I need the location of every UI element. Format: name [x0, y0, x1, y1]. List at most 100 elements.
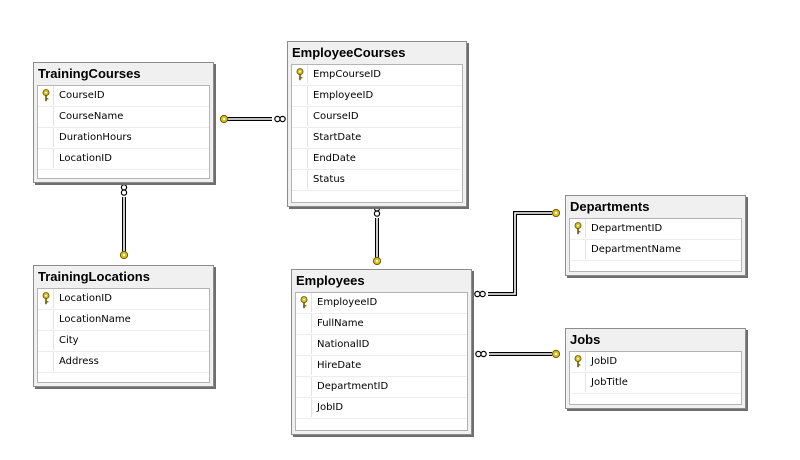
- column-name: JobID: [317, 402, 344, 413]
- column-row[interactable]: EmployeeID: [292, 86, 462, 107]
- column-row[interactable]: DepartmentID: [570, 219, 741, 240]
- row-selector: [38, 128, 54, 147]
- relationship-employee-courses-to-training-courses[interactable]: [219, 114, 286, 124]
- new-column-row[interactable]: [570, 394, 741, 410]
- row-selector: [296, 293, 312, 312]
- column-row[interactable]: DurationHours: [38, 128, 209, 149]
- column-row[interactable]: CourseID: [292, 107, 462, 128]
- new-column-row[interactable]: [296, 419, 467, 435]
- column-row[interactable]: EmpCourseID: [292, 65, 462, 86]
- column-name: City: [59, 335, 79, 346]
- key-icon: [372, 256, 382, 266]
- new-column-row[interactable]: [570, 261, 741, 277]
- column-row[interactable]: Status: [292, 170, 462, 191]
- row-selector: [296, 398, 312, 417]
- row-selector: [296, 377, 312, 396]
- column-row[interactable]: HireDate: [296, 356, 467, 377]
- row-selector: [570, 219, 586, 238]
- column-row[interactable]: Address: [38, 352, 209, 373]
- column-list: DepartmentID DepartmentName: [569, 218, 742, 272]
- infinity-icon: [475, 350, 487, 358]
- key-icon: [219, 114, 229, 124]
- row-selector: [38, 331, 54, 350]
- relationship-training-courses-to-training-locations[interactable]: [119, 184, 129, 260]
- column-row[interactable]: LocationID: [38, 289, 209, 310]
- column-name: DepartmentID: [591, 223, 663, 234]
- column-row[interactable]: EmployeeID: [296, 293, 467, 314]
- column-row[interactable]: FullName: [296, 314, 467, 335]
- column-row[interactable]: DepartmentID: [296, 377, 467, 398]
- column-name: FullName: [317, 318, 364, 329]
- column-row[interactable]: City: [38, 331, 209, 352]
- row-selector: [292, 128, 308, 147]
- column-row[interactable]: StartDate: [292, 128, 462, 149]
- column-name: EmpCourseID: [313, 69, 381, 80]
- key-icon: [42, 292, 50, 305]
- row-selector: [38, 310, 54, 329]
- row-selector: [296, 356, 312, 375]
- row-selector: [570, 352, 586, 371]
- row-selector: [292, 86, 308, 105]
- column-name: LocationID: [59, 293, 112, 304]
- row-selector: [296, 314, 312, 333]
- column-name: CourseID: [59, 90, 105, 101]
- row-selector: [38, 149, 54, 168]
- relationship-employees-to-departments[interactable]: [474, 208, 561, 298]
- column-row[interactable]: NationalID: [296, 335, 467, 356]
- infinity-icon: [274, 115, 286, 123]
- key-icon: [551, 208, 561, 218]
- column-row[interactable]: JobTitle: [570, 373, 741, 394]
- relationship-employee-courses-to-employees[interactable]: [372, 205, 382, 266]
- column-name: EmployeeID: [317, 297, 378, 308]
- column-name: CourseID: [313, 111, 359, 122]
- column-row[interactable]: DepartmentName: [570, 240, 741, 261]
- table-title: EmployeeCourses: [292, 45, 406, 60]
- infinity-icon: [373, 205, 381, 217]
- new-column-row[interactable]: [38, 373, 209, 389]
- column-name: HireDate: [317, 360, 362, 371]
- table-title: TrainingLocations: [38, 269, 150, 284]
- column-list: JobID JobTitle: [569, 351, 742, 405]
- new-column-row[interactable]: [38, 170, 209, 186]
- row-selector: [292, 149, 308, 168]
- column-name: DepartmentID: [317, 381, 389, 392]
- column-row[interactable]: LocationID: [38, 149, 209, 170]
- row-selector: [38, 289, 54, 308]
- column-row[interactable]: EndDate: [292, 149, 462, 170]
- row-selector: [570, 240, 586, 259]
- column-name: CourseName: [59, 111, 124, 122]
- column-row[interactable]: LocationName: [38, 310, 209, 331]
- column-name: JobID: [591, 356, 618, 367]
- table-title: Jobs: [570, 332, 601, 347]
- row-selector: [38, 107, 54, 126]
- column-name: JobTitle: [591, 377, 628, 388]
- column-name: Status: [313, 174, 345, 185]
- column-name: NationalID: [317, 339, 370, 350]
- row-selector: [570, 373, 586, 392]
- relationship-employees-to-jobs[interactable]: [475, 349, 561, 359]
- key-icon: [551, 349, 561, 359]
- column-row[interactable]: CourseName: [38, 107, 209, 128]
- column-row[interactable]: CourseID: [38, 86, 209, 107]
- new-column-row[interactable]: [292, 191, 462, 207]
- column-name: DepartmentName: [591, 244, 682, 255]
- column-name: DurationHours: [59, 132, 132, 143]
- infinity-icon: [120, 184, 128, 196]
- column-row[interactable]: JobID: [296, 398, 467, 419]
- key-icon: [42, 89, 50, 102]
- column-name: EndDate: [313, 153, 356, 164]
- row-selector: [296, 335, 312, 354]
- table-title: TrainingCourses: [38, 66, 141, 81]
- column-row[interactable]: JobID: [570, 352, 741, 373]
